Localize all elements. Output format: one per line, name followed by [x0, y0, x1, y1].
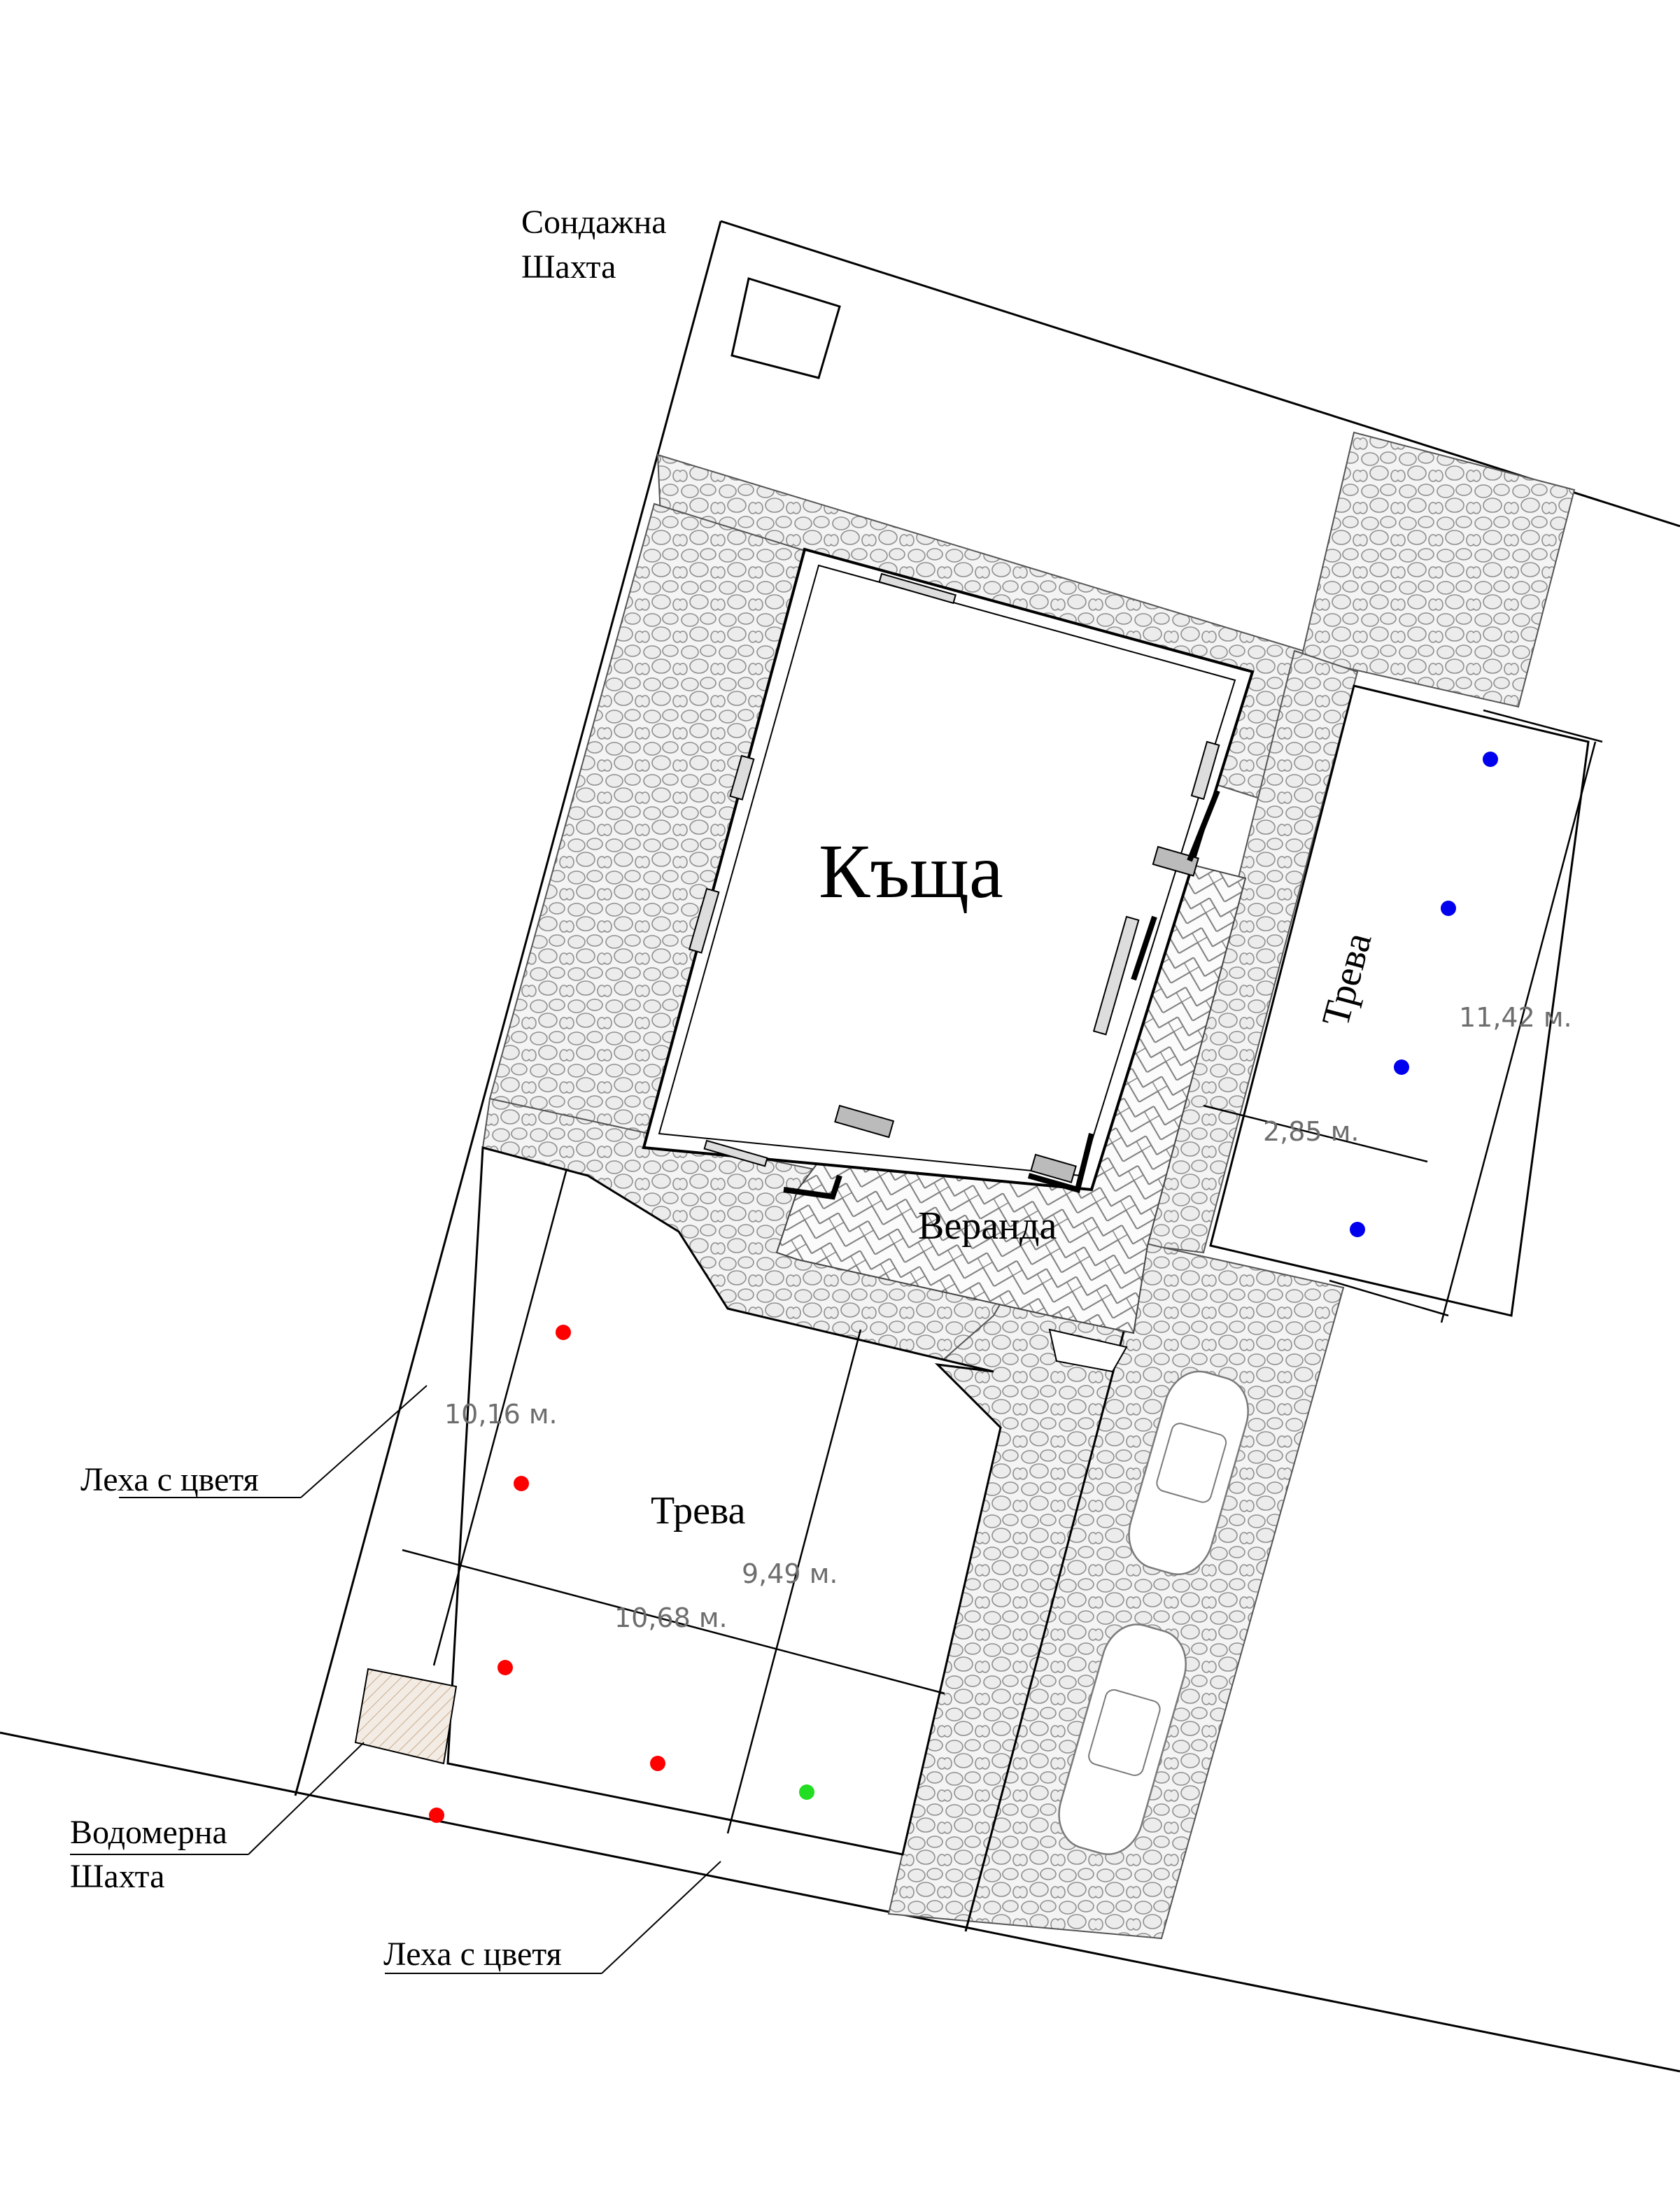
leader-lines [70, 1385, 721, 1974]
blue-marker [1394, 1059, 1409, 1075]
red-marker [556, 1325, 571, 1340]
car-bottom [1058, 1623, 1187, 1856]
house-building [642, 547, 1255, 1200]
parking-divider [964, 1294, 1135, 1932]
red-marker [650, 1756, 665, 1771]
water-meter-label-2: Шахта [70, 1858, 164, 1895]
dim-lawn-height: 10,16 м. [444, 1399, 558, 1430]
sounding-shaft-label-2: Шахта [521, 248, 616, 286]
dim-lawn-width: 10,68 м. [614, 1602, 728, 1633]
dimension-lines [402, 709, 1603, 1834]
blue-marker [1483, 752, 1498, 767]
red-markers [429, 1325, 665, 1823]
flowerbed-bottom-label: Леха с цветя [383, 1936, 562, 1973]
sounding-shaft [730, 277, 841, 379]
dim-lawn-diag: 9,49 м. [742, 1558, 838, 1589]
dim-right-length: 11,42 м. [1459, 1002, 1572, 1033]
green-marker [799, 1784, 814, 1800]
red-marker [497, 1660, 513, 1675]
blue-markers [1350, 752, 1498, 1237]
green-markers [799, 1784, 814, 1800]
flowerbed-left-label: Леха с цветя [80, 1461, 259, 1498]
car-top [1128, 1370, 1249, 1576]
veranda-step [1048, 1328, 1128, 1373]
sounding-shaft-label-1: Сондажна [521, 204, 667, 241]
blue-marker [1350, 1222, 1365, 1237]
dim-right-width: 2,85 м. [1263, 1116, 1359, 1147]
house-label: Къща [819, 829, 1003, 914]
lawn-right [1209, 684, 1590, 1317]
veranda-label: Веранда [918, 1204, 1057, 1248]
grass-main-label: Трева [651, 1489, 746, 1533]
blue-marker [1441, 901, 1456, 916]
red-marker [429, 1808, 444, 1823]
water-meter-shaft [354, 1668, 458, 1765]
water-meter-label-1: Водомерна [70, 1814, 227, 1851]
red-marker [514, 1476, 529, 1491]
lawn-main [446, 1146, 1002, 1856]
